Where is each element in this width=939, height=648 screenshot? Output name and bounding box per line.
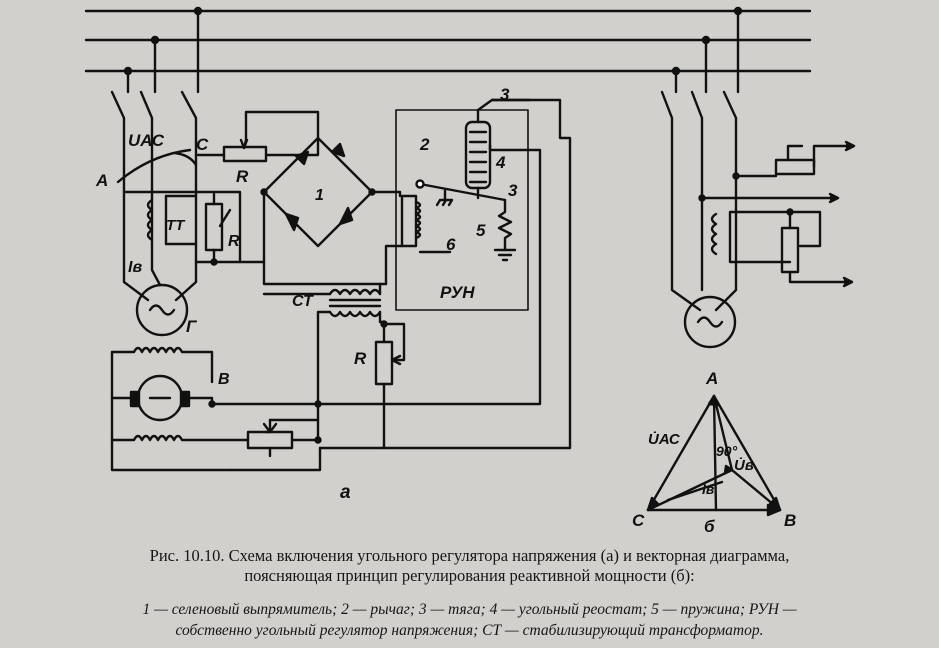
label-i-v: Iв [128,259,142,276]
vector-diagram [646,394,782,517]
caption-line-1: Рис. 10.10. Схема включения угольного ре… [149,546,790,565]
circuit-scheme: UАС С А R ТТ R Iв Г 1 2 3 3 4 5 6 РУН СТ… [84,6,856,536]
label-rod-num: 3 [508,181,518,200]
vector-i-v: İв [702,481,715,497]
vector-vertex-b: В [784,511,796,530]
label-part-a: а [340,482,351,503]
selenium-rectifier-bridge [260,136,402,286]
label-run: РУН [440,283,475,302]
label-rod-num-top: 3 [500,85,510,104]
label-r-tt: R [228,233,240,250]
stabilizing-transformer-st [262,282,388,406]
run-regulator-box [384,98,532,311]
busbars [84,6,812,76]
legend-line-2: собственно угольный регулятор напряжения… [175,622,764,639]
mid-resistor [374,322,406,450]
label-exciter: В [218,371,230,388]
label-spring-num: 5 [476,221,486,240]
right-generator-circuit [660,9,856,349]
legend-line-1: 1 — селеновый выпрямитель; 2 — рычаг; 3 … [142,601,797,618]
generator-symbol [135,283,189,337]
label-r-top: R [236,167,249,186]
label-coil-num: 6 [446,235,456,254]
top-resistor [196,110,320,163]
label-lever-num: 2 [419,135,430,154]
vector-part-b: б [704,517,715,536]
control-wires [314,98,572,450]
exciter-circuit [110,346,322,472]
label-a-node: А [95,171,108,190]
label-generator: Г [186,317,198,336]
label-st: СТ [292,293,314,310]
vector-u-v: U̇в [734,457,754,474]
left-phase-lines [110,9,200,302]
current-transformer-tt [122,190,266,266]
figure-caption: Рис. 10.10. Схема включения угольного ре… [0,546,939,586]
label-c-node: С [196,135,209,154]
label-rheostat-num: 4 [495,153,506,172]
diagram-labels: UАС С А R ТТ R Iв Г 1 2 3 3 4 5 6 РУН СТ… [95,85,796,536]
label-bridge-num: 1 [315,187,324,204]
vector-vertex-a: А [705,369,718,388]
label-u-ac: UАС [128,131,165,150]
vector-angle: 90° [716,443,738,459]
label-r-mid: R [354,349,367,368]
figure-legend: 1 — селеновый выпрямитель; 2 — рычаг; 3 … [0,599,939,641]
vector-vertex-c: С [632,511,645,530]
vector-u-ac: U̇АС [648,431,681,448]
caption-line-2: поясняющая принцип регулирования реактив… [244,566,695,585]
label-tt: ТТ [166,217,186,234]
